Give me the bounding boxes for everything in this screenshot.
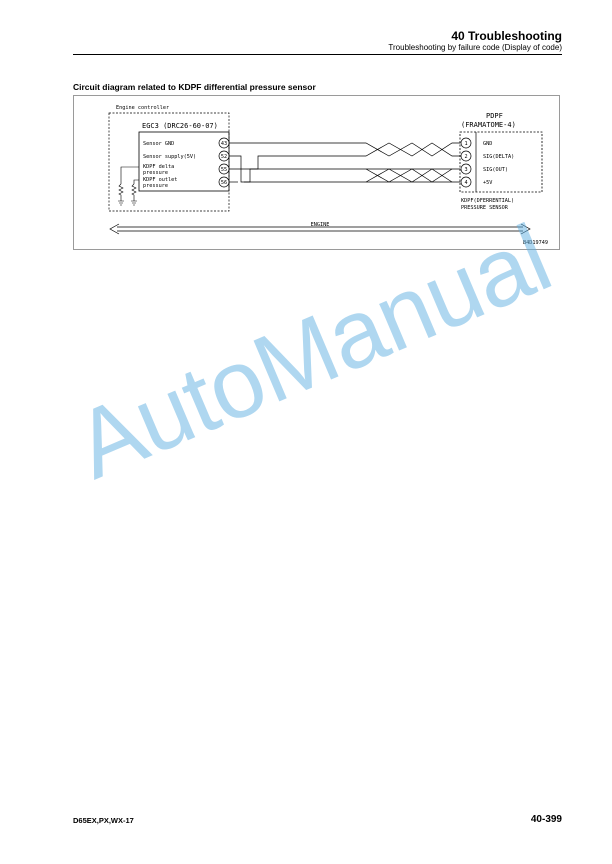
pin-label-kdpf-outlet-1: KDPF outlet — [143, 177, 177, 183]
sensor-connector-name: PDPF — [486, 112, 503, 120]
pin-label-kdpf-outlet-2: pressure — [143, 183, 168, 189]
pin-label-sensor-supply: Sensor supply(5V) — [143, 154, 196, 160]
controller-pin-56: 56 — [221, 180, 227, 186]
engine-controller-label: Engine controller — [116, 105, 169, 111]
sensor-pin-3: 3 — [464, 167, 467, 173]
sensor-name-line1: KDPF(DFERRENTIAL) — [461, 198, 514, 204]
engine-harness-label: ENGINE — [311, 222, 330, 228]
section-title: Circuit diagram related to KDPF differen… — [73, 82, 316, 92]
sensor-pin-label-5v: +5V — [483, 180, 492, 186]
engine-harness-arrow — [109, 223, 531, 235]
footer-page-number: 40-399 — [530, 814, 562, 825]
header-rule — [73, 54, 562, 55]
pin-label-sensor-gnd: Sensor GND — [143, 141, 174, 147]
controller-pin-52: 52 — [221, 154, 227, 160]
controller-connector-box — [138, 131, 230, 192]
footer-model: D65EX,PX,WX-17 — [73, 816, 134, 825]
page-header-subtitle: Troubleshooting by failure code (Display… — [388, 43, 562, 52]
sensor-pin-1: 1 — [464, 141, 467, 147]
controller-connector-label: EGC3 (DRC26-60-07) — [142, 122, 218, 130]
controller-pin-55: 55 — [221, 167, 227, 173]
sensor-pin-circles — [460, 137, 472, 188]
sensor-connector-type: (FRAMATOME-4) — [461, 121, 516, 129]
harness-wires — [229, 142, 460, 183]
sensor-pin-label-sig-delta: SIG(DELTA) — [483, 154, 514, 160]
figure-code: B4D19749 — [523, 240, 548, 246]
sensor-connector-box — [459, 131, 543, 193]
resistor-symbols — [118, 166, 139, 206]
controller-pin-43: 43 — [221, 141, 227, 147]
circuit-diagram-svg: Engine controller EGC3 (DRC26-60-07) Sen… — [108, 105, 548, 246]
sensor-pin-label-gnd: GND — [483, 141, 492, 147]
pin-label-kdpf-delta-1: KDPF delta — [143, 164, 174, 170]
sensor-pin-4: 4 — [464, 180, 467, 186]
sensor-pin-label-sig-out: SIG(OUT) — [483, 167, 508, 173]
twisted-pair-2 — [365, 168, 453, 183]
circuit-diagram: Engine controller EGC3 (DRC26-60-07) Sen… — [73, 95, 560, 250]
page-header-title: 40 Troubleshooting — [451, 29, 562, 43]
sensor-pin-2: 2 — [464, 154, 467, 160]
pin-label-kdpf-delta-2: pressure — [143, 170, 168, 176]
sensor-name-line2: PRESSURE SENSOR — [461, 205, 509, 211]
